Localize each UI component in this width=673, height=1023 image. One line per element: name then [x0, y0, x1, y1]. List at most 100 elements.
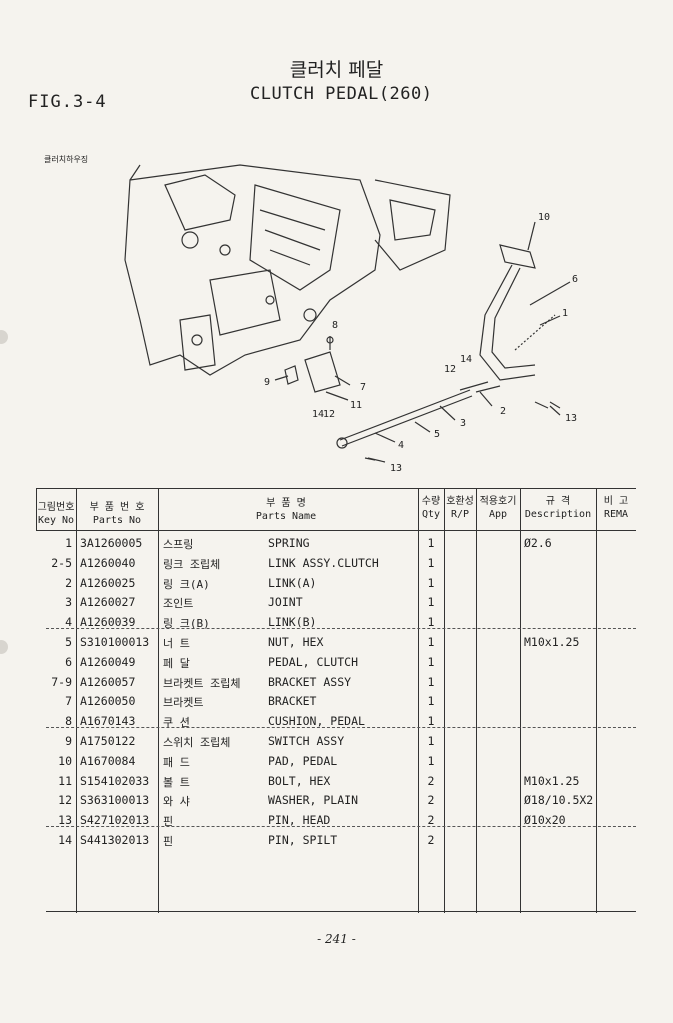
row-english-name: PIN, SPILT	[268, 833, 338, 847]
row-korean-name: 링 크(B)	[163, 617, 210, 631]
row-key-no: 13	[58, 813, 72, 828]
callout: 6	[572, 274, 578, 285]
figure-label: FIG.3-4	[28, 92, 107, 112]
callout: 2	[500, 406, 506, 417]
row-qty: 1	[427, 595, 435, 610]
row-description: Ø10x20	[524, 813, 566, 828]
punch-hole	[0, 330, 8, 344]
row-part-no: S427102013	[80, 813, 150, 828]
housing-callout-label: 클러치하우징	[44, 154, 88, 164]
row-qty: 2	[427, 793, 435, 808]
row-english-name: BRACKET	[268, 694, 317, 709]
row-key-no: 11	[58, 773, 72, 788]
row-english-name: SWITCH ASSY	[268, 734, 345, 748]
row-english-name: WASHER, PLAIN	[268, 793, 359, 808]
row-part-no: A1750122	[80, 734, 136, 748]
row-key-no: 2-5	[51, 555, 72, 570]
row-english-name: JOINT	[268, 595, 303, 610]
row-description: M10x1.25	[524, 773, 580, 788]
row-key-no: 4	[65, 615, 72, 630]
row-korean-name: 쿠 션	[163, 716, 190, 730]
callout: 14	[460, 354, 472, 365]
row-description: Ø2.6	[524, 536, 552, 550]
row-korean-name: 와 샤	[163, 795, 190, 809]
row-english-name: LINK(B)	[268, 615, 317, 630]
row-part-no: A1260025	[80, 575, 136, 590]
row-key-no: 14	[58, 833, 72, 847]
row-korean-name: 볼 트	[163, 775, 190, 789]
row-english-name: BRACKET ASSY	[268, 674, 352, 689]
row-key-no: 12	[58, 793, 72, 808]
row-korean-name: 너 트	[163, 637, 190, 650]
row-english-name: BOLT, HEX	[268, 773, 331, 788]
row-key-no: 1	[65, 536, 72, 550]
row-qty: 2	[427, 813, 435, 828]
row-key-no: 6	[65, 654, 72, 669]
callout: 1	[562, 308, 568, 319]
row-part-no: S154102033	[80, 773, 150, 788]
row-english-name: SPRING	[268, 536, 310, 550]
punch-hole	[0, 640, 8, 654]
row-key-no: 7-9	[51, 674, 72, 689]
exploded-diagram: 클러치하우징 10 6 1 8 14 12 7 9 11 2 3 13 5 14…	[44, 154, 578, 474]
callout: 13	[565, 413, 577, 424]
row-part-no: A1670143	[80, 714, 136, 729]
row-key-no: 3	[65, 595, 72, 610]
row-qty: 1	[427, 714, 435, 729]
callout: 14	[312, 409, 324, 420]
callout: 9	[264, 377, 270, 388]
row-key-no: 9	[65, 734, 72, 748]
callout: 8	[332, 320, 338, 331]
row-english-name: PIN, HEAD	[268, 813, 331, 828]
row-korean-name: 브라켓트	[163, 696, 204, 710]
callout: 11	[350, 400, 362, 411]
row-part-no: A1260039	[80, 615, 136, 630]
callout: 4	[398, 440, 404, 451]
callout: 5	[434, 429, 440, 440]
row-korean-name: 핀	[163, 835, 174, 848]
row-part-no: A1670084	[80, 753, 136, 768]
row-description: Ø18/10.5X2	[524, 793, 594, 808]
row-korean-name: 조인트	[163, 597, 194, 611]
row-part-no: A1260050	[80, 694, 136, 709]
callout: 12	[444, 364, 456, 375]
row-key-no: 2	[65, 575, 72, 590]
row-korean-name: 페 달	[163, 656, 190, 670]
callout: 10	[538, 212, 550, 223]
row-part-no: A1260057	[80, 674, 136, 689]
row-qty: 1	[427, 555, 435, 570]
row-part-no: S441302013	[80, 833, 150, 847]
row-qty: 1	[427, 734, 435, 748]
pedal-pad	[499, 244, 536, 269]
row-key-no: 5	[65, 635, 72, 649]
row-english-name: LINK(A)	[268, 575, 317, 590]
row-korean-name: 링 크(A)	[163, 577, 210, 591]
row-korean-name: 핀	[163, 815, 174, 829]
page-title-korean: 클러치 페달	[289, 59, 384, 81]
row-part-no: A1260040	[80, 555, 136, 570]
row-english-name: PAD, PEDAL	[268, 753, 338, 768]
row-key-no: 10	[58, 753, 72, 768]
row-korean-name: 브라켓트 조립체	[163, 676, 241, 690]
row-qty: 2	[427, 833, 435, 847]
row-qty: 1	[427, 654, 435, 669]
row-qty: 1	[427, 575, 435, 590]
row-english-name: NUT, HEX	[268, 635, 324, 649]
row-part-no: S310100013	[80, 635, 150, 649]
row-english-name: PEDAL, CLUTCH	[268, 654, 359, 669]
row-qty: 1	[427, 635, 435, 649]
row-key-no: 7	[65, 694, 72, 709]
page-title-english: CLUTCH PEDAL(260)	[250, 84, 433, 104]
page-number: - 241 -	[317, 932, 356, 946]
row-qty: 2	[427, 773, 435, 788]
row-korean-name: 패 드	[163, 755, 190, 769]
row-korean-name: 스프링	[163, 538, 194, 551]
